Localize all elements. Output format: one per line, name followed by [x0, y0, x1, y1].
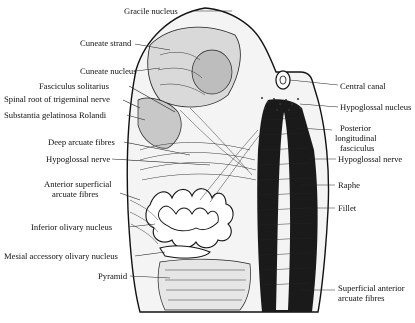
label-fillet: Fillet	[338, 203, 357, 213]
label-cuneate-strand: Cuneate strand	[80, 38, 132, 48]
label-mesial-accessory-olivary: Mesial accessory olivary nucleus	[4, 251, 118, 261]
label-posterior-longitudinal-line2: longitudinal	[335, 133, 377, 143]
label-anterior-superficial-line2: arcuate fibres	[52, 189, 99, 199]
label-hypoglossal-nerve-right: Hypoglossal nerve	[338, 154, 402, 164]
label-posterior-longitudinal-line3: fasciculus	[340, 143, 375, 153]
label-central-canal: Central canal	[340, 81, 386, 91]
label-hypoglossal-nucleus: Hypoglossal nucleus	[340, 102, 412, 112]
medulla-cross-section	[127, 8, 328, 312]
label-cuneate-nucleus: Cuneate nucleus	[80, 66, 137, 76]
label-pyramid: Pyramid	[98, 271, 128, 281]
label-anterior-superficial-line1: Anterior superficial	[44, 179, 112, 189]
label-raphe: Raphe	[338, 180, 360, 190]
label-deep-arcuate-fibres: Deep arcuate fibres	[48, 137, 115, 147]
label-superficial-anterior-line2: arcuate fibres	[338, 293, 385, 303]
labels-right: Central canal Hypoglossal nucleus Poster…	[335, 81, 412, 303]
label-inferior-olivary-nucleus: Inferior olivary nucleus	[31, 222, 113, 232]
label-posterior-longitudinal-line1: Posterior	[340, 123, 371, 133]
label-hypoglossal-nerve-left: Hypoglossal nerve	[46, 154, 110, 164]
label-superficial-anterior-line1: Superficial anterior	[338, 283, 405, 293]
label-gracile-nucleus: Gracile nucleus	[124, 6, 178, 16]
label-fasciculus-solitarius: Fasciculus solitarius	[39, 81, 110, 91]
label-spinal-root-trigeminal: Spinal root of trigeminal nerve	[4, 94, 110, 104]
label-substantia-gelatinosa: Substantia gelatinosa Rolandi	[4, 110, 107, 120]
